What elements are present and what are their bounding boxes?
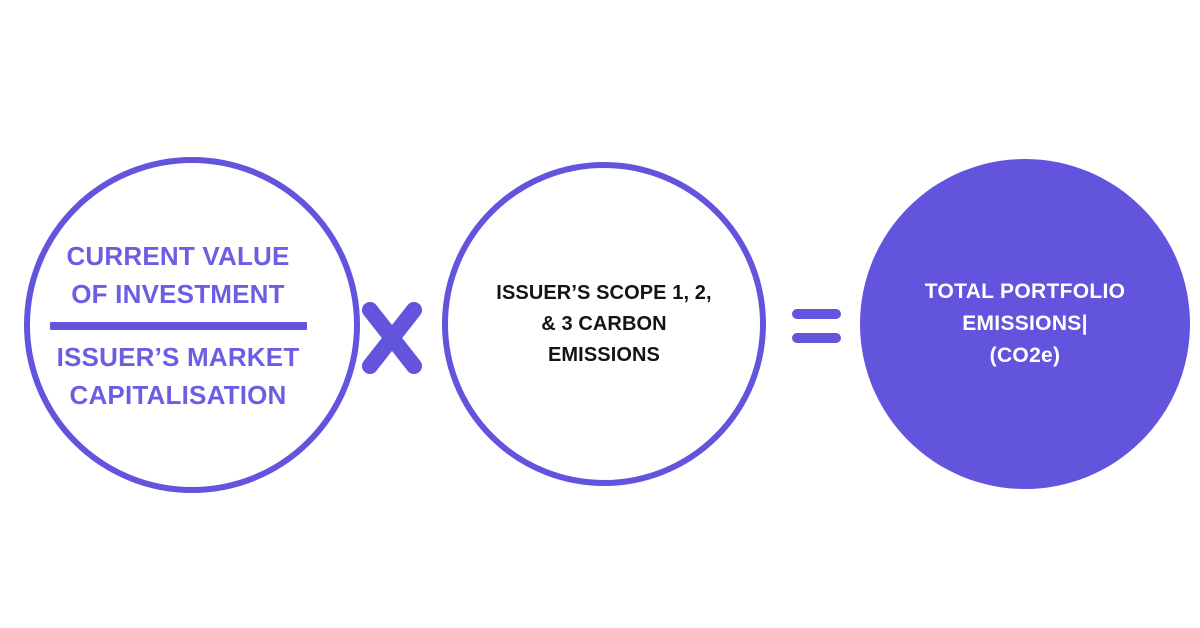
scope-line-1: ISSUER’S SCOPE 1, 2, [496, 281, 712, 304]
scope-emissions-circle: ISSUER’S SCOPE 1, 2, & 3 CARBON EMISSION… [442, 162, 766, 486]
result-line-3: (CO2e) [989, 344, 1061, 367]
result-line-2: EMISSIONS| [962, 312, 1088, 335]
numerator-line-1: CURRENT VALUE [66, 240, 290, 271]
fraction-divider-bar [49, 321, 307, 330]
scope-line-3: EMISSIONS [547, 343, 661, 366]
scope-stack: ISSUER’S SCOPE 1, 2, & 3 CARBON EMISSION… [496, 278, 711, 371]
scope-line-2: & 3 CARBON [541, 312, 667, 335]
fraction-stack: CURRENT VALUE OF INVESTMENT ISSUER’S MAR… [49, 237, 307, 414]
equals-bottom-bar [792, 333, 841, 343]
result-stack: TOTAL PORTFOLIO EMISSIONS| (CO2e) [925, 276, 1126, 372]
result-line-1: TOTAL PORTFOLIO [924, 280, 1126, 303]
denominator-line-1: ISSUER’S MARKET [56, 341, 300, 372]
equals-top-bar [792, 309, 841, 319]
multiply-icon [362, 302, 422, 374]
equals-icon [792, 309, 841, 343]
investment-fraction-circle: CURRENT VALUE OF INVESTMENT ISSUER’S MAR… [24, 157, 360, 493]
numerator-line-2: OF INVESTMENT [71, 278, 285, 309]
denominator-line-2: CAPITALISATION [69, 379, 287, 410]
total-emissions-circle: TOTAL PORTFOLIO EMISSIONS| (CO2e) [860, 159, 1190, 489]
